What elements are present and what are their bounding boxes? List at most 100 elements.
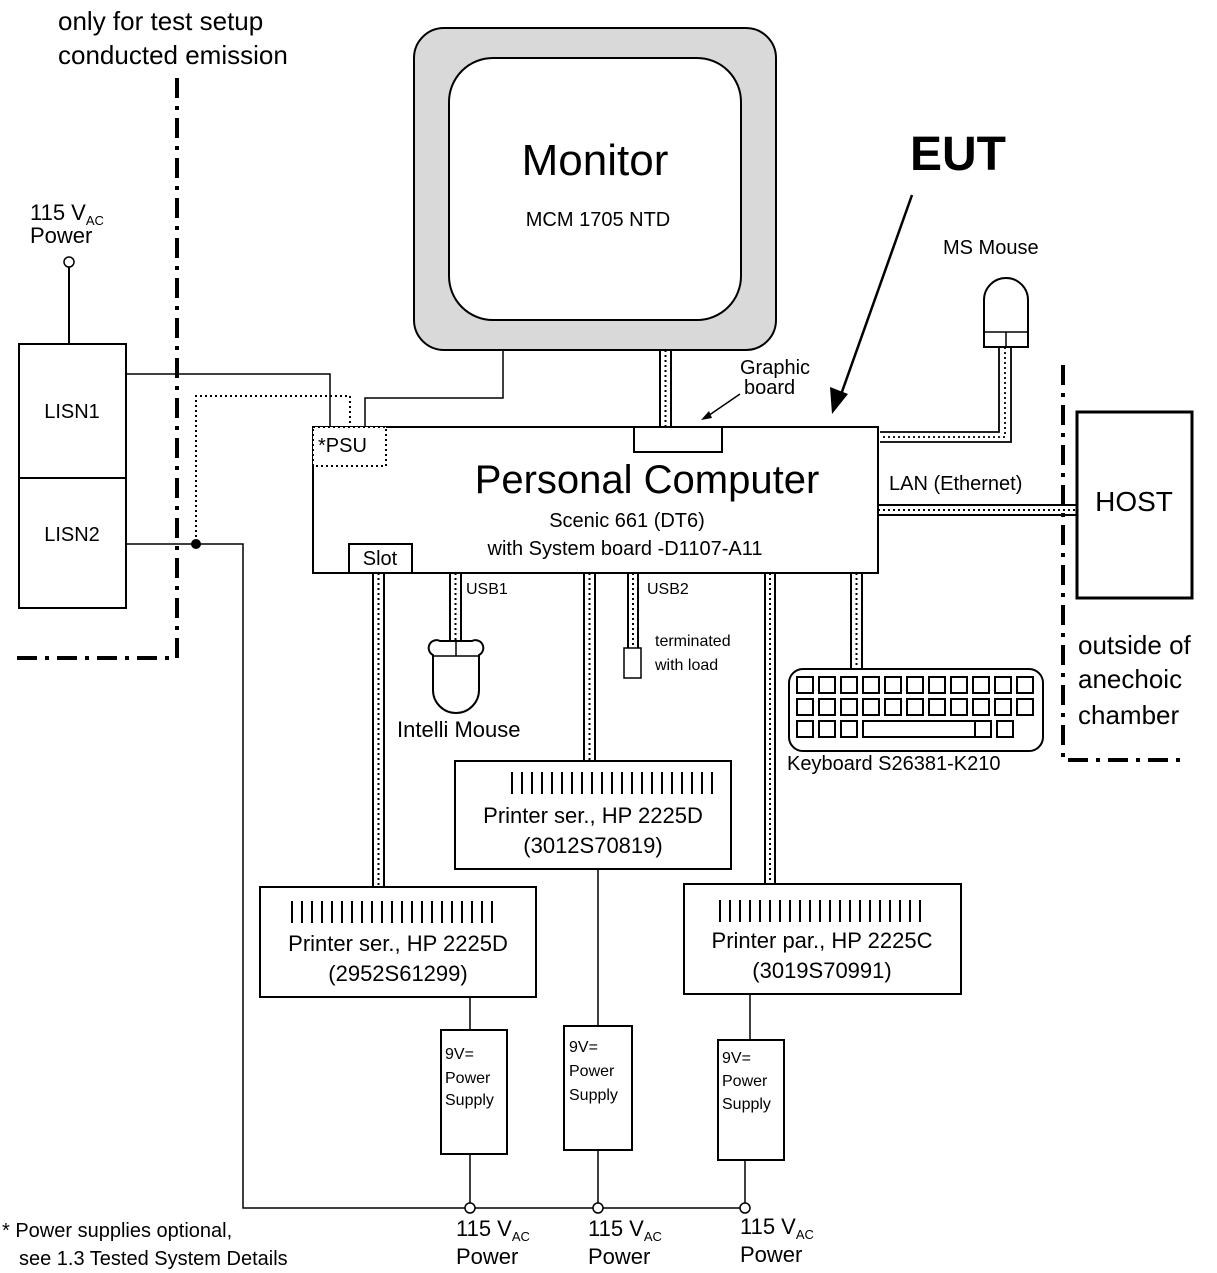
lisn-power-text: Power [30, 223, 92, 248]
keyboard-key [1016, 676, 1034, 694]
keyboard-key [974, 720, 992, 738]
ms-mouse-icon [983, 277, 1029, 348]
power-terminal-2 [592, 1202, 604, 1214]
power-terminal-3 [739, 1202, 751, 1214]
psu-box [312, 426, 387, 467]
printer-right-line2: (3019S70991) [752, 958, 891, 983]
graphic-board-arrow [704, 393, 741, 419]
right-printer-cable [764, 573, 776, 884]
svg-text:115 VAC: 115 VAC [456, 1216, 530, 1244]
footnote-line1: * Power supplies optional, [2, 1220, 232, 1242]
eut-label: EUT [910, 128, 1006, 181]
ps-right-line3: Supply [722, 1096, 771, 1113]
pc-title: Personal Computer [475, 458, 820, 502]
ps-center-line2: Power [569, 1063, 615, 1080]
keyboard-label: Keyboard S26381-K210 [787, 753, 1001, 775]
outside-line3: chamber [1078, 700, 1179, 730]
keyboard-key [796, 698, 814, 716]
pc-system-board: with System board -D1107-A11 [487, 538, 763, 560]
conducted-emission-boundary [12, 78, 179, 660]
anechoic-chamber-boundary [1061, 365, 1188, 762]
ms-mouse-label: MS Mouse [943, 237, 1039, 259]
printer-center-paper-feed [511, 772, 713, 794]
ps-center-line3: Supply [569, 1087, 618, 1104]
terminated-line1: terminated [655, 633, 731, 650]
power-label-1: 115 VAC Power [456, 1216, 530, 1269]
keyboard-cable [850, 573, 863, 669]
power-1-value: 115 V [456, 1216, 512, 1241]
keyboard-key [972, 676, 990, 694]
power-3-label: Power [740, 1242, 802, 1267]
keyboard-key [840, 720, 858, 738]
keyboard-key [862, 698, 880, 716]
outside-line2: anechoic [1078, 664, 1182, 694]
ps-right-line1: 9V= [722, 1050, 751, 1067]
keyboard-key [950, 698, 968, 716]
power-supply-left: 9V= Power Supply [440, 1029, 508, 1155]
intelli-mouse-label: Intelli Mouse [397, 717, 521, 742]
power-2-label: Power [588, 1244, 650, 1269]
lisn-power-terminal [63, 256, 75, 268]
usb1-cable [449, 573, 462, 641]
keyboard-key [818, 698, 836, 716]
printer-center-line2: (3012S70819) [523, 833, 662, 858]
ps-left-line3: Supply [445, 1092, 494, 1109]
header-note-line1: only for test setup [58, 6, 263, 36]
keyboard-key [994, 698, 1012, 716]
keyboard-key [972, 698, 990, 716]
keyboard-key [884, 676, 902, 694]
power-supply-center: 9V= Power Supply [563, 1025, 633, 1151]
eut-arrow-head [830, 387, 848, 414]
keyboard-key [996, 720, 1014, 738]
keyboard-key [994, 676, 1012, 694]
center-printer-cable [583, 573, 596, 761]
footnote-line2: see 1.3 Tested System Details [19, 1248, 288, 1270]
monitor-model: MCM 1705 NTD [526, 209, 670, 231]
svg-text:115 VAC: 115 VAC [30, 200, 104, 228]
printer-right-paper-feed [719, 900, 921, 922]
graphic-board-slot [633, 426, 723, 453]
keyboard-key [906, 698, 924, 716]
printer-right-line1: Printer par., HP 2225C [712, 928, 933, 953]
lisn1-box [18, 343, 127, 479]
graphic-board-line2: board [744, 377, 795, 399]
usb2-load-terminator [623, 647, 642, 679]
lisn1-wire [126, 373, 331, 428]
graphic-board-arrow-head [701, 411, 712, 420]
svg-text:115 VAC: 115 VAC [588, 1216, 662, 1244]
intelli-mouse-icon [427, 639, 485, 714]
keyboard-key [928, 698, 946, 716]
monitor-title: Monitor [522, 136, 669, 185]
ps-center-line1: 9V= [569, 1039, 598, 1056]
left-printer-cable [372, 573, 385, 887]
lan-label: LAN (Ethernet) [889, 473, 1022, 495]
keyboard-key [796, 720, 814, 738]
keyboard-key [862, 720, 984, 738]
slot-label: Slot [363, 548, 398, 570]
monitor-screen [448, 57, 742, 321]
keyboard-key [840, 698, 858, 716]
keyboard-key [906, 676, 924, 694]
header-note-line2: conducted emission [58, 40, 288, 70]
lisn1-label: LISN1 [44, 401, 100, 423]
power-3-sub: AC [796, 1227, 814, 1242]
keyboard-key [928, 676, 946, 694]
printer-center-box [454, 760, 732, 870]
keyboard-key [884, 698, 902, 716]
lisn2-box [18, 477, 127, 609]
ps-left-line2: Power [445, 1070, 491, 1087]
keyboard-key [818, 676, 836, 694]
keyboard-key [840, 676, 858, 694]
lisn-power-sub: AC [86, 213, 104, 228]
keyboard-key [862, 676, 880, 694]
printer-left-paper-feed [291, 901, 493, 923]
keyboard-keys [796, 676, 1034, 738]
lisn2-junction [191, 539, 201, 549]
keyboard-key [796, 676, 814, 694]
printer-left-line2: (2952S61299) [328, 961, 467, 986]
lisn-power-value: 115 V [30, 200, 86, 225]
lan-cable [878, 504, 1077, 516]
ms-mouse-cable [880, 347, 1012, 443]
lisn2-label: LISN2 [44, 524, 100, 546]
